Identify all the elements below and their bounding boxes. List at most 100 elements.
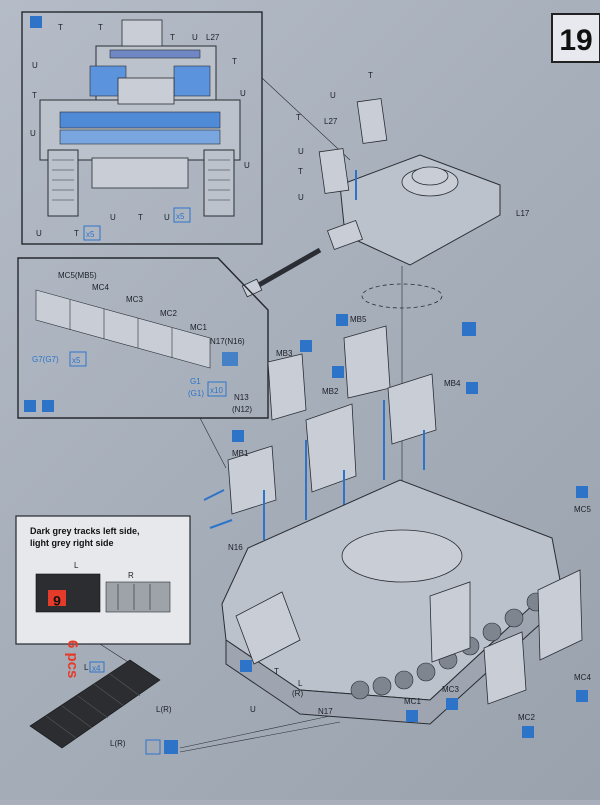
label-n13: N13 [234, 393, 249, 402]
label-t: T [58, 23, 63, 32]
glue-icon [232, 430, 244, 442]
label-u: U [36, 229, 42, 238]
label-u: U [298, 147, 304, 156]
label-mb3: MB3 [276, 349, 293, 358]
label-mc3: MC3 [442, 685, 459, 694]
label-l27: L27 [206, 33, 220, 42]
turret-rear-detail-box [21, 11, 263, 245]
mc3-plate [429, 581, 471, 663]
quantity-badge [173, 207, 191, 223]
label-l27: L27 [324, 117, 338, 126]
label-g7: G7(G7) [32, 355, 59, 364]
label-mc3: MC3 [126, 295, 143, 304]
label-mc4: MC4 [574, 673, 591, 682]
callout-line [261, 77, 351, 161]
skirts-drawing [35, 289, 238, 369]
label-t: T [98, 23, 103, 32]
label-t: T [32, 91, 37, 100]
label-mc2: MC2 [518, 713, 535, 722]
track-assembly [29, 659, 161, 749]
callout-line [99, 643, 129, 663]
label-t: T [138, 213, 143, 222]
label-u: U [32, 61, 38, 70]
quantity-x10: x10 [210, 386, 223, 395]
glue-icon [300, 340, 312, 352]
tweezers-icon [145, 739, 161, 755]
label-mc5: MC5 [574, 505, 591, 514]
label-u: U [298, 193, 304, 202]
label-t: T [298, 167, 303, 176]
glue-icon [446, 698, 458, 710]
label-l17: L17 [516, 209, 530, 218]
label-t: T [296, 113, 301, 122]
mc2-plate [483, 631, 527, 705]
quantity-x4: x4 [92, 664, 101, 673]
label-l: L [298, 679, 303, 688]
glue-icon [240, 660, 252, 672]
label-mb4: MB4 [444, 379, 461, 388]
glue-icon [522, 726, 534, 738]
label-mb2: MB2 [322, 387, 339, 396]
label-n17: N17 [318, 707, 333, 716]
glue-icon [466, 382, 478, 394]
label-t: T [274, 667, 279, 676]
label-g1: G1 [190, 377, 201, 386]
label-l-r: L(R) [156, 705, 172, 714]
tracks-note-line1: Dark grey tracks left side, [30, 526, 140, 536]
track-count-note: 6 pcs [64, 640, 81, 678]
quantity-badge [207, 381, 227, 397]
glue-icon [406, 710, 418, 722]
label-l: L [84, 663, 89, 672]
label-u: U [250, 705, 256, 714]
quantity-badge [69, 351, 87, 367]
dark-track-link [35, 573, 101, 613]
label-t: T [232, 57, 237, 66]
label-l-r: L(R) [110, 739, 126, 748]
label-t: T [368, 71, 373, 80]
glue-icon [576, 690, 588, 702]
label-mc2: MC2 [160, 309, 177, 318]
glue-icon [42, 400, 54, 412]
label-r: (R) [292, 689, 303, 698]
glue-icon [576, 486, 588, 498]
glue-icon [30, 16, 42, 28]
label-g1b: (G1) [188, 389, 204, 398]
label-n17-n16: N17(N16) [210, 337, 245, 346]
step-number: 19 [559, 24, 592, 57]
label-u: U [192, 33, 198, 42]
glue-icon [24, 400, 36, 412]
turret-drawing [241, 154, 501, 298]
callout-line [199, 417, 227, 469]
label-u: U [110, 213, 116, 222]
glue-icon [164, 740, 178, 754]
light-track-link [105, 581, 171, 613]
label-u: U [330, 91, 336, 100]
tracks-note-line2: light grey right side [30, 538, 114, 548]
mc4-plate [537, 569, 583, 661]
label-t: T [170, 33, 175, 42]
label-l: L [74, 561, 79, 570]
turret-parts [318, 98, 388, 194]
step-number-box [551, 13, 600, 63]
turret-rear-drawing [39, 19, 241, 217]
callout-line [179, 715, 331, 749]
quantity-x5: x5 [176, 212, 185, 221]
label-u: U [164, 213, 170, 222]
label-u: U [244, 161, 250, 170]
label-mc5: MC5(MB5) [58, 271, 97, 280]
assembly-arrows [203, 400, 425, 540]
callout-line [179, 721, 341, 753]
quantity-badge [83, 225, 101, 241]
glue-icon [336, 314, 348, 326]
quantity-x5: x5 [72, 356, 81, 365]
turret-lock-icon [462, 322, 476, 336]
quantity-badge [89, 661, 105, 673]
label-mc1: MC1 [190, 323, 207, 332]
label-t: T [74, 229, 79, 238]
label-r: R [128, 571, 134, 580]
label-u: U [30, 129, 36, 138]
track-count-number: 6 [53, 593, 61, 609]
label-n12: (N12) [232, 405, 252, 414]
